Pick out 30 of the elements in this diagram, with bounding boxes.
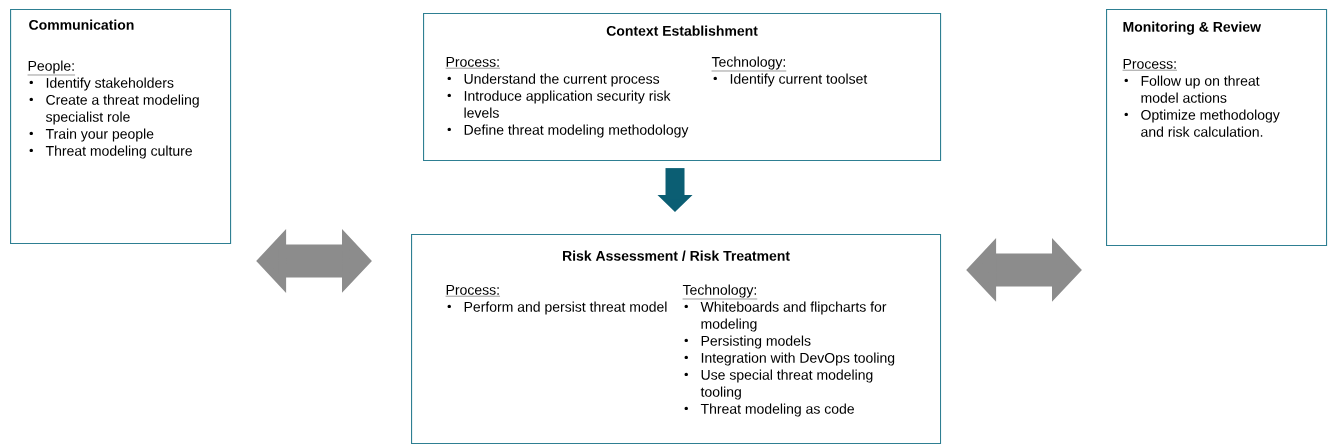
box-heading: Communication xyxy=(29,19,134,30)
bullet-item: Create a threat modeling specialist role xyxy=(45,94,199,125)
bullet-item: Integration with DevOps tooling xyxy=(701,352,895,366)
bullet-item: Follow up on threat model actions xyxy=(1141,75,1260,103)
section-label: Technology: xyxy=(682,284,758,300)
bullet-item: Threat modeling as code xyxy=(700,403,854,417)
section-label: Process: xyxy=(445,57,501,69)
section-label: Process: xyxy=(445,285,501,297)
box-heading: Monitoring & Review xyxy=(1123,21,1261,35)
bullet-item: Threat modeling culture xyxy=(45,145,192,159)
section-label: Process: xyxy=(1122,59,1178,71)
bullet-item: Use special threat modeling tooling xyxy=(700,369,873,400)
bullet-item: Identify stakeholders xyxy=(46,77,174,91)
bullet-item: Introduce application security risk levels xyxy=(464,90,671,118)
bullet-item: Persisting models xyxy=(701,335,811,349)
text-box xyxy=(1106,9,1328,247)
bullet-item: Understand the current process xyxy=(464,73,660,87)
box-heading: Context Establishment xyxy=(606,25,758,36)
section-label: People: xyxy=(27,60,76,76)
box-heading: Risk Assessment / Risk Treatment xyxy=(563,250,790,261)
text-box xyxy=(411,234,942,444)
text-box xyxy=(10,9,232,245)
text-box xyxy=(423,13,942,162)
bullet-item: Perform and persist threat model xyxy=(464,301,667,315)
bullet-item: Train your people xyxy=(45,128,154,142)
bullet-item: Whiteboards and flipcharts for modeling xyxy=(700,301,887,332)
bullet-item: Optimize methodology and risk calculation. xyxy=(1141,109,1280,137)
bullet-item: Define threat modeling methodology xyxy=(464,124,689,138)
section-label: Technology: xyxy=(711,56,787,72)
bullet-item: Identify current toolset xyxy=(730,73,868,87)
